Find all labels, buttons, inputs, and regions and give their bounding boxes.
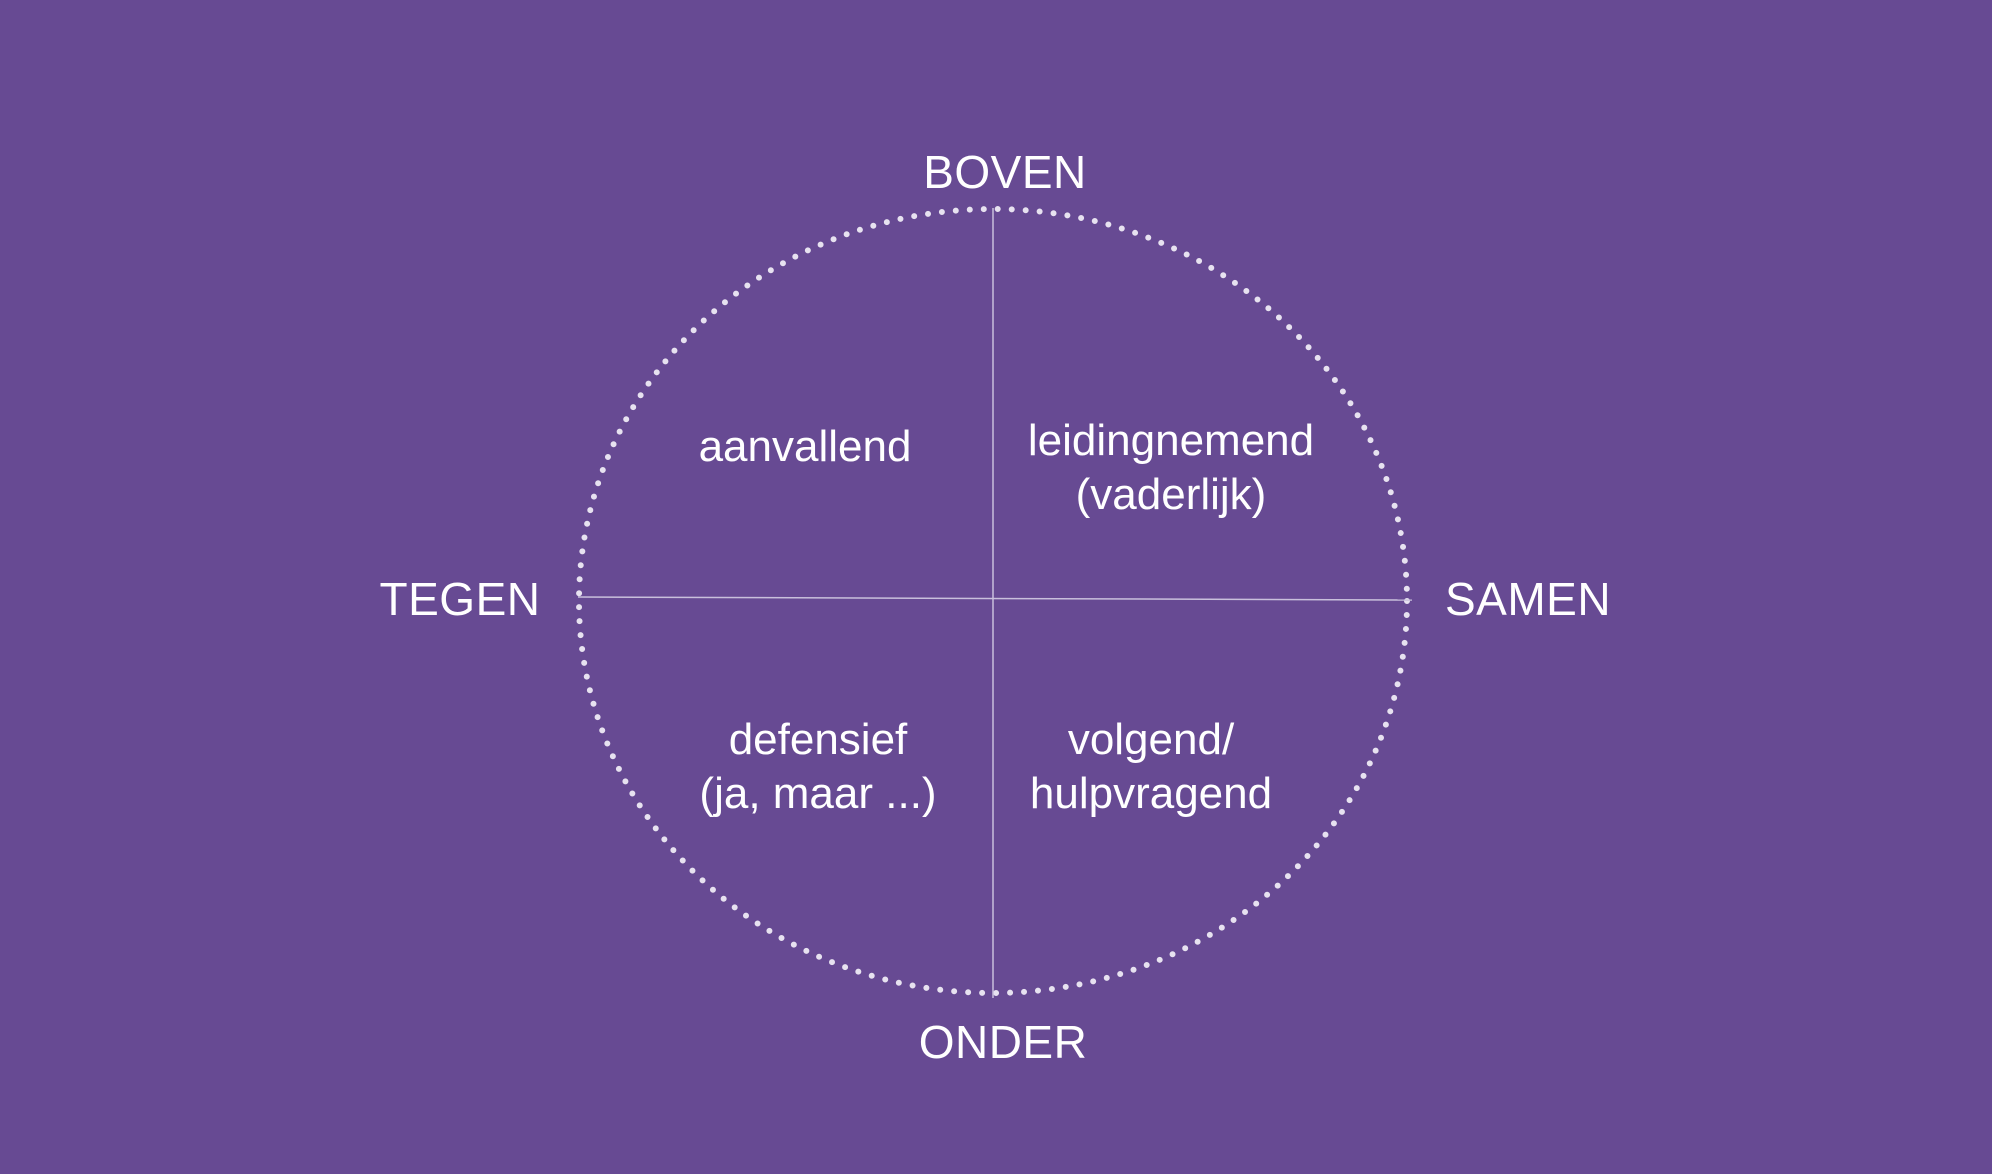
quadrant-bottom-right-line-1: volgend/ bbox=[1067, 715, 1235, 764]
axis-label-left: TEGEN bbox=[379, 573, 541, 625]
axis-label-right: SAMEN bbox=[1444, 573, 1612, 625]
quadrant-top-right-line-1: leidingnemend bbox=[1027, 416, 1315, 465]
quadrant-label-bottom-right: volgend/ hulpvragend bbox=[1001, 713, 1301, 820]
quadrant-bottom-left-line-1: defensief bbox=[728, 715, 908, 764]
quadrant-label-top-right: leidingnemend (vaderlijk) bbox=[1021, 414, 1321, 521]
quadrant-top-left-line-1: aanvallend bbox=[698, 422, 912, 471]
axis-label-top: BOVEN bbox=[923, 146, 1087, 198]
axis-label-bottom: ONDER bbox=[918, 1016, 1088, 1068]
quadrant-bottom-right-line-2: hulpvragend bbox=[1029, 768, 1273, 818]
quadrant-bottom-left-line-2: (ja, maar ...) bbox=[699, 768, 937, 818]
quadrant-label-top-left: aanvallend bbox=[655, 420, 955, 474]
quadrant-top-right-line-2: (vaderlijk) bbox=[1075, 469, 1267, 519]
quadrant-label-bottom-left: defensief (ja, maar ...) bbox=[668, 713, 968, 820]
horizontal-axis-line bbox=[577, 596, 1413, 601]
